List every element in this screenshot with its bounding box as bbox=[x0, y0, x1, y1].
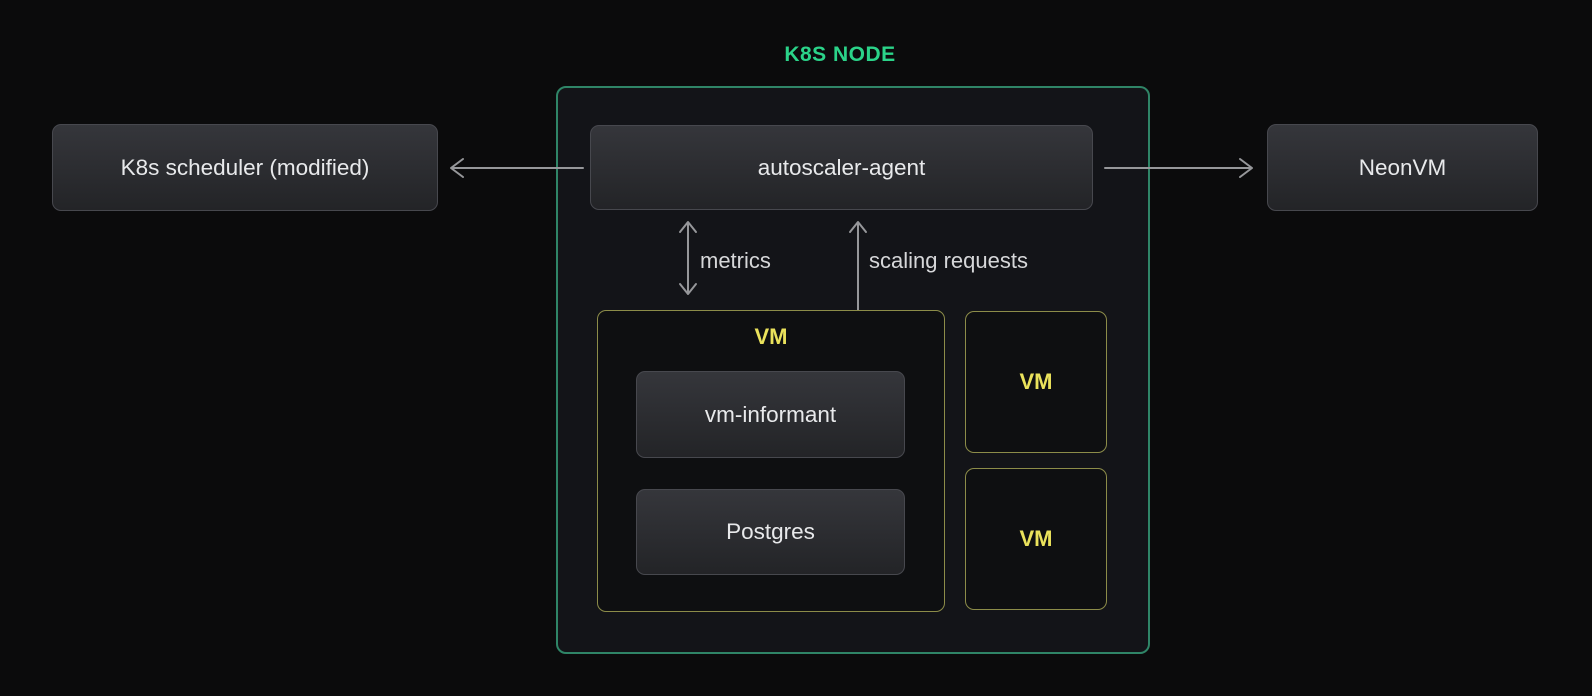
node-postgres: Postgres bbox=[636, 489, 905, 575]
node-k8s-scheduler: K8s scheduler (modified) bbox=[52, 124, 438, 211]
vm-group-main-label: VM bbox=[754, 324, 788, 349]
vm-group-small-1: VM bbox=[965, 311, 1107, 453]
arrowhead-right-icon bbox=[1239, 158, 1253, 178]
node-neonvm: NeonVM bbox=[1267, 124, 1538, 211]
node-vm-informant: vm-informant bbox=[636, 371, 905, 458]
arrowhead-left-icon bbox=[450, 158, 464, 178]
k8s-node-title: K8S NODE bbox=[784, 43, 896, 66]
vm-group-small-2-label: VM bbox=[1019, 526, 1053, 551]
edge-label-metrics: metrics bbox=[700, 248, 771, 273]
edge-label-scaling-requests: scaling requests bbox=[869, 248, 1028, 273]
vm-group-small-1-label: VM bbox=[1019, 369, 1053, 394]
node-autoscaler-agent: autoscaler-agent bbox=[590, 125, 1093, 210]
vm-group-small-2: VM bbox=[965, 468, 1107, 610]
